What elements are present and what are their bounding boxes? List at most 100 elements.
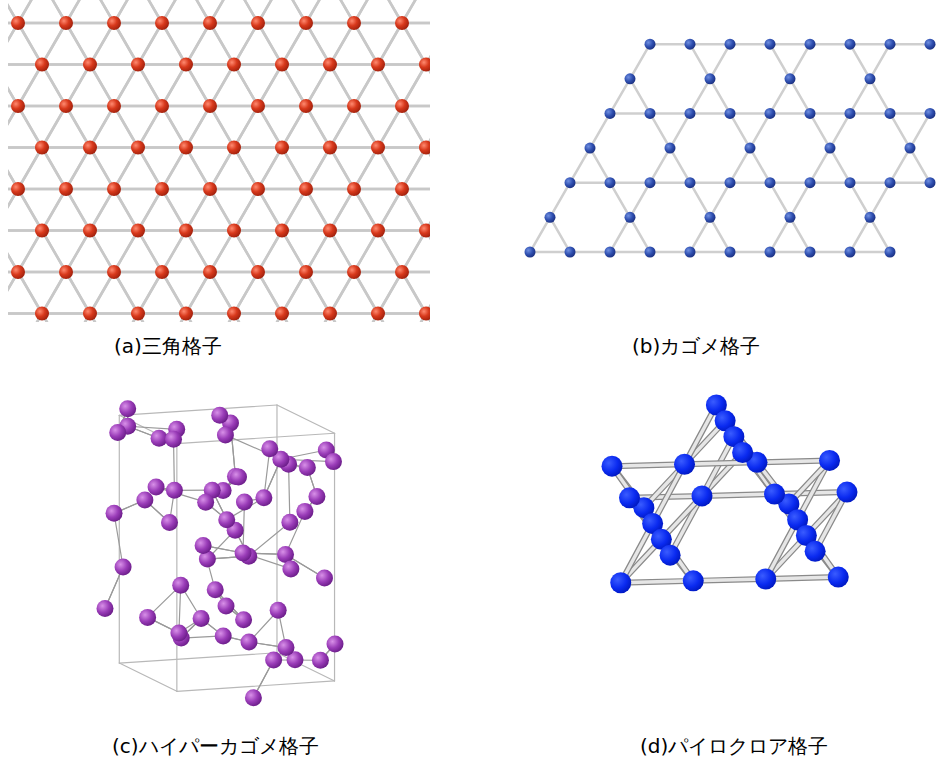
bond-line [162,106,186,148]
atom-dot [217,426,234,443]
atom-dot [610,572,631,593]
bond-line [138,65,162,107]
bond-line [18,105,66,108]
lattice-caption: (b)カゴメ格子 [630,333,762,360]
atom-dot [251,182,265,196]
atom-dot [619,487,640,508]
bond-line [282,231,306,273]
bond-line [870,79,890,114]
bond-line [890,148,910,183]
bond-line [258,106,282,148]
bond-line [330,65,354,107]
atom-dot [725,108,736,119]
bond-line [138,189,162,231]
bond-line [378,272,402,314]
atom-dot [805,177,816,188]
bond-line [330,231,354,273]
cell-box [277,653,335,681]
bond-line [550,183,570,218]
bond-line [610,181,650,184]
atom-dot [211,407,228,424]
bond-line [402,106,426,148]
bond-line [354,22,402,25]
bond-line [210,105,258,108]
bond-line [90,229,138,232]
bond-line [186,106,210,148]
bond-line [282,189,306,231]
atom-dot [275,307,289,321]
atom-dot [165,431,182,448]
atom-dot [270,602,287,619]
bond-line [225,435,280,459]
atom-dot [179,141,193,155]
bond-line [90,65,114,107]
atom-dot [732,442,753,463]
atom-dot [645,39,656,50]
atom-dot [323,307,337,321]
bond-line [234,229,282,232]
atom-dot [282,560,299,577]
bond-line [234,312,282,315]
bond-line [114,272,138,314]
bond-line [621,581,694,583]
cell-box [119,405,277,415]
bond-line [630,79,650,114]
bond-line [258,148,282,190]
atom-dot [299,265,313,279]
bond-line [685,462,758,464]
bond-line [670,113,690,148]
atom-dot [645,108,656,119]
atom-dot [685,108,696,119]
bond-line [354,148,378,190]
bond-line [18,22,66,25]
bond-line [306,271,354,274]
bond-line [162,106,186,148]
bond-line [210,188,258,191]
bond-line [234,65,258,107]
bond-line [42,148,66,190]
bond-line [258,188,306,191]
bond-line [210,231,234,273]
bond-line [306,65,330,107]
bond-line [210,23,234,65]
bond-line [186,65,210,107]
atom-dot [691,485,712,506]
bond-line [42,312,90,315]
atom-dot [419,141,430,155]
bond-line [330,146,378,149]
bond-line [90,106,114,148]
atom-dot [565,247,576,258]
atom-dot [59,99,73,113]
bond-line [162,271,210,274]
bond-line [66,22,114,25]
bond-line [770,181,810,184]
bond-line [18,65,42,107]
bond-line [234,146,282,149]
bond-line [770,44,790,79]
bond-line [90,23,114,65]
bond-line [66,22,114,25]
atom-dot [11,16,25,30]
bond-line [186,23,210,65]
atom-dot [925,177,936,188]
bond-line [138,63,186,66]
atom-dot [275,141,289,155]
atom-dot [725,39,736,50]
atom-dot [203,182,217,196]
atom-dot [107,16,121,30]
atom-dot [203,99,217,113]
bond-line [90,63,138,66]
bond-line [730,43,770,46]
bond-line [830,113,850,148]
atom-dot [299,99,313,113]
bond-line [750,148,770,183]
bond-line [90,146,138,149]
bond-line [890,113,910,148]
bond-line [870,44,890,79]
bond-line [210,271,258,274]
atom-dot [215,627,232,644]
bond-line [258,23,282,65]
bond-line [66,23,90,65]
bond-line [690,251,730,254]
bond-line [162,148,186,190]
